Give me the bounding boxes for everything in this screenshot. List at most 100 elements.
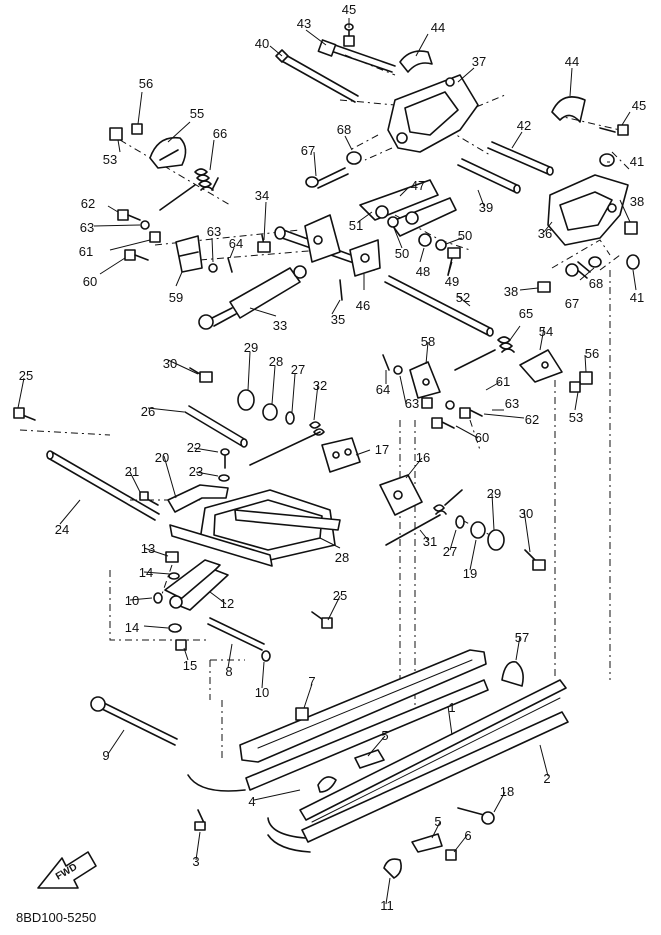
bolt-62-top: [117, 209, 141, 221]
washer-50-a: [387, 216, 399, 228]
cap-44-top: [399, 50, 433, 73]
pin-22: [220, 448, 230, 469]
callout-63: 63: [505, 396, 519, 411]
collar-68-top: [346, 151, 362, 165]
spring-66: [159, 168, 219, 211]
callout-66: 66: [213, 126, 227, 141]
bolt-53-top: [109, 127, 123, 141]
callout-10: 10: [125, 593, 139, 608]
callout-56: 56: [139, 76, 153, 91]
washer-10-left: [153, 592, 163, 604]
callout-11: 11: [380, 898, 394, 913]
bracket-58: [409, 361, 441, 399]
cap-44-right: [551, 96, 586, 123]
bracket-54: [519, 349, 563, 383]
spring-31: [385, 489, 463, 546]
collar-28-right: [470, 521, 486, 539]
callout-42: 42: [517, 118, 531, 133]
bolt-3: [194, 809, 206, 831]
callout-63: 63: [207, 224, 221, 239]
callout-29: 29: [487, 486, 501, 501]
bolt-25-left: [13, 407, 36, 421]
bolt-56-top: [131, 123, 143, 135]
callout-15: 15: [183, 658, 197, 673]
bolt-60-top: [124, 249, 149, 261]
callout-60: 60: [83, 274, 97, 289]
arm-20: [167, 484, 229, 513]
bolt-45-right: [599, 124, 629, 136]
callout-36: 36: [538, 226, 552, 241]
bracket-16: [379, 474, 423, 516]
callout-18: 18: [500, 784, 514, 799]
callout-3: 3: [192, 854, 199, 869]
nut-41-right: [626, 254, 640, 270]
pin-64-top: [227, 257, 233, 273]
part-4: [317, 776, 337, 793]
callout-32: 32: [313, 378, 327, 393]
callout-64: 64: [229, 236, 243, 251]
spring-32: [249, 421, 325, 466]
callout-68: 68: [589, 276, 603, 291]
callout-1: 1: [448, 700, 455, 715]
callout-19: 19: [463, 566, 477, 581]
callout-16: 16: [416, 450, 430, 465]
callout-44: 44: [565, 54, 579, 69]
callout-5: 5: [381, 728, 388, 743]
pin-8: [207, 617, 265, 651]
block-61-top: [149, 231, 161, 243]
callout-24: 24: [55, 522, 69, 537]
callout-10: 10: [255, 685, 269, 700]
callout-61: 61: [496, 374, 510, 389]
callout-45: 45: [342, 2, 356, 17]
bolt-67-top: [305, 167, 349, 189]
callout-8: 8: [225, 664, 232, 679]
assembly-guide-lines: [19, 54, 631, 760]
callout-50: 50: [458, 228, 472, 243]
forward-arrow: FWD: [37, 851, 97, 889]
callout-27: 27: [443, 544, 457, 559]
callout-20: 20: [155, 450, 169, 465]
callout-41: 41: [630, 154, 644, 169]
spring-65: [454, 336, 515, 371]
callout-45: 45: [632, 98, 646, 113]
bolt-18: [457, 807, 495, 825]
slide-rail-2: [299, 679, 569, 843]
shaft-39: [457, 158, 521, 194]
callout-65: 65: [519, 306, 533, 321]
callout-26: 26: [141, 404, 155, 419]
bolt-56-right: [579, 371, 593, 385]
washer-27-top: [285, 411, 295, 425]
callout-53: 53: [569, 410, 583, 425]
shaft-52: [384, 275, 494, 337]
callout-68: 68: [337, 122, 351, 137]
collar-48: [418, 233, 432, 247]
washer-14-top: [168, 572, 180, 580]
callout-37: 37: [472, 54, 486, 69]
bracket-47: [359, 179, 457, 237]
diagram-code: 8BD100-5250: [16, 910, 96, 925]
callout-49: 49: [445, 274, 459, 289]
bracket-36: [547, 174, 629, 246]
bolt-6: [445, 849, 457, 861]
bolt-53-right: [569, 381, 581, 393]
callout-34: 34: [255, 188, 269, 203]
callout-6: 6: [464, 828, 471, 843]
collar-29-top: [237, 389, 255, 411]
cap-55: [149, 136, 187, 169]
callout-14: 14: [125, 620, 139, 635]
callout-31: 31: [423, 534, 437, 549]
callout-56: 56: [585, 346, 599, 361]
slide-rail-1: [239, 649, 489, 791]
callout-2: 2: [543, 771, 550, 786]
leader-lines: [17, 18, 637, 905]
callout-44: 44: [431, 20, 445, 35]
rear-bolt-40: [275, 49, 359, 103]
callout-17: 17: [375, 442, 389, 457]
pin-35: [339, 279, 343, 301]
callout-5: 5: [434, 814, 441, 829]
callout-4: 4: [248, 794, 255, 809]
callout-60: 60: [475, 430, 489, 445]
nut-15: [175, 639, 187, 651]
washer-63-left: [140, 220, 150, 230]
